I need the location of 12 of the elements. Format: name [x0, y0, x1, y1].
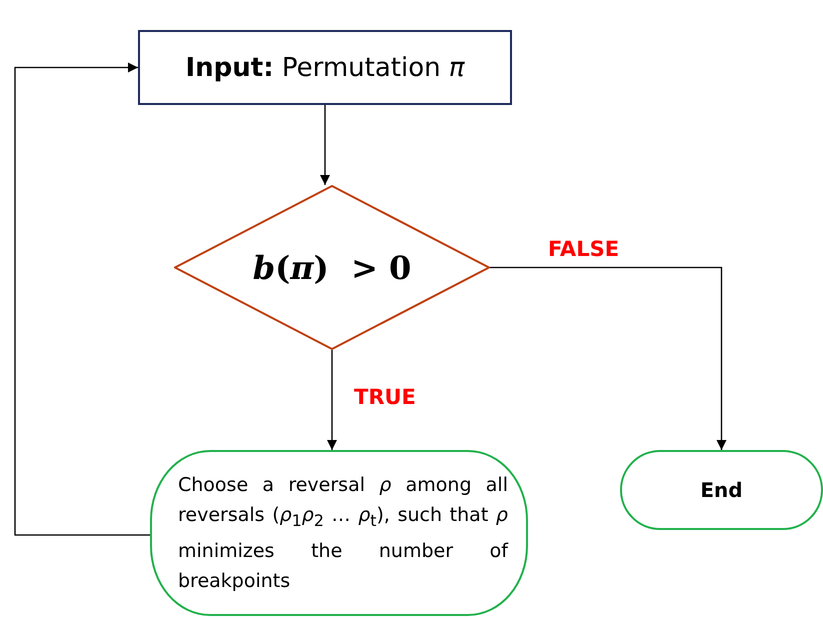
process-box — [150, 450, 528, 616]
arrow — [320, 105, 330, 185]
input-box — [138, 30, 512, 105]
node-text: Input: Permutation π — [185, 52, 465, 82]
decision-diamond — [174, 185, 490, 350]
node-text: b(π) > 0 — [252, 248, 412, 286]
arrow — [14, 62, 150, 536]
node-text: Choose a reversal ρ among all reversals (ρ$_{1}$ρ$_{2}$ … ρ$_{t}$), such that ρ minimizes the number of breakpoints — [178, 473, 508, 594]
end-terminal — [620, 450, 823, 530]
arrow — [490, 266, 726, 450]
node-text: End — [700, 478, 743, 502]
arrow — [327, 350, 337, 450]
